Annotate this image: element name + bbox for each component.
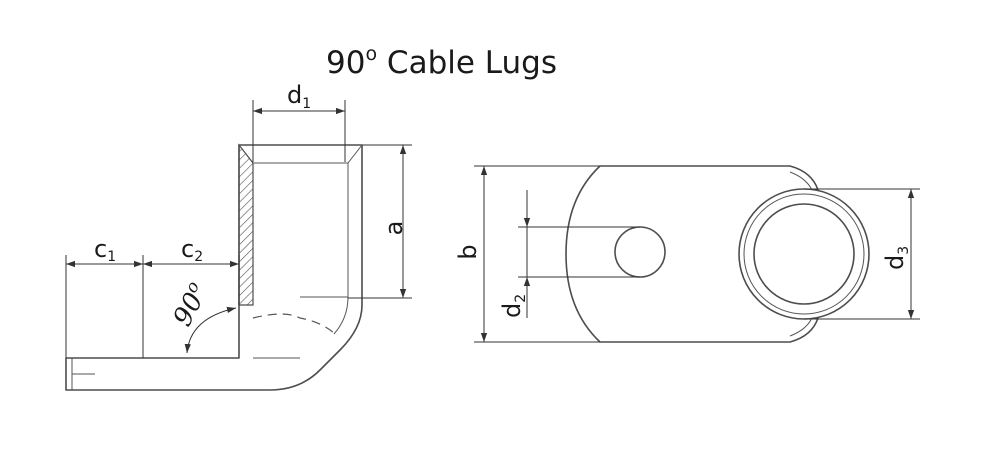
barrel-outer-ring [738, 188, 870, 320]
d3-label: d3 [881, 246, 912, 270]
barrel-middle-ring [743, 193, 865, 315]
angle-label: 90o [166, 278, 215, 331]
angle-arc [184, 306, 237, 354]
c1-label: c1 [94, 235, 116, 265]
barrel-inner-bore [753, 203, 855, 305]
bore-inner-wall [333, 163, 349, 335]
b-label: b [454, 244, 482, 259]
a-label: a [380, 221, 408, 236]
lug-outline [65, 144, 363, 391]
side-view: d1 a c1 c2 90o [65, 81, 412, 391]
top-view: b d2 d3 [454, 165, 920, 343]
d2-label: d2 [498, 294, 529, 318]
bore-chamfer-right [347, 144, 363, 164]
d1-label: d1 [287, 81, 311, 112]
palm-edge-bottom [789, 317, 813, 337]
c2-label: c2 [181, 235, 203, 265]
bore-hidden-line [252, 313, 336, 335]
barrel-wall-hatch [238, 143, 254, 306]
bolt-hole [614, 226, 666, 278]
palm-edge-top [789, 171, 813, 191]
diagram-title: 90o Cable Lugs [326, 43, 557, 81]
